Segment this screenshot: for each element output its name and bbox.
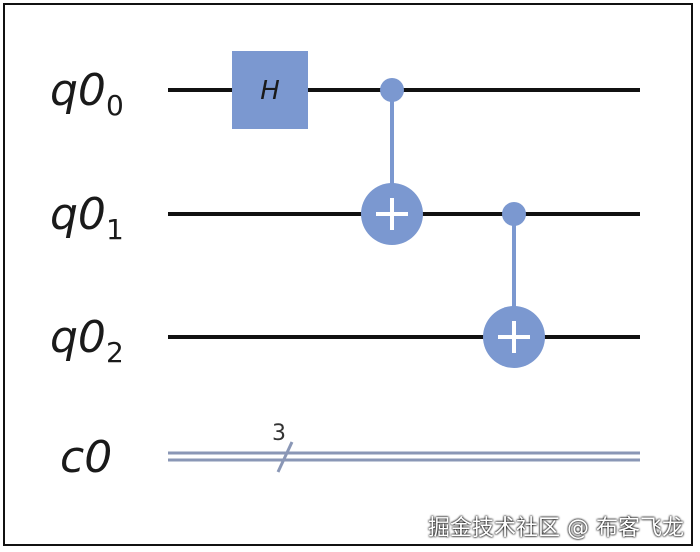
classical-wire bbox=[168, 451, 640, 462]
qubit-label-0: q00 bbox=[50, 65, 124, 122]
qubit-label-1-name: q0 bbox=[50, 189, 106, 240]
qubit-label-0-index: 0 bbox=[106, 89, 124, 122]
classical-bit-count: 3 bbox=[272, 421, 286, 446]
watermark: 掘金技术社区 @ 布客飞龙 bbox=[428, 516, 684, 541]
figure-frame bbox=[3, 3, 693, 546]
cnot-gate-2 bbox=[483, 202, 545, 368]
qubit-label-1-index: 1 bbox=[106, 213, 124, 246]
hadamard-gate-label: H bbox=[260, 76, 280, 106]
cnot-2-control-dot bbox=[502, 202, 526, 226]
qubit-label-2: q02 bbox=[50, 312, 124, 369]
classical-register-label: c0 bbox=[60, 432, 112, 483]
qubit-label-2-index: 2 bbox=[106, 336, 124, 369]
qubit-label-2-name: q0 bbox=[50, 312, 106, 363]
cnot-gate-1 bbox=[361, 78, 423, 245]
hadamard-gate: H bbox=[232, 51, 308, 129]
qubit-label-0-name: q0 bbox=[50, 65, 106, 116]
qubit-label-1: q01 bbox=[50, 189, 124, 246]
classical-bus-slash bbox=[276, 441, 294, 473]
cnot-1-control-dot bbox=[380, 78, 404, 102]
